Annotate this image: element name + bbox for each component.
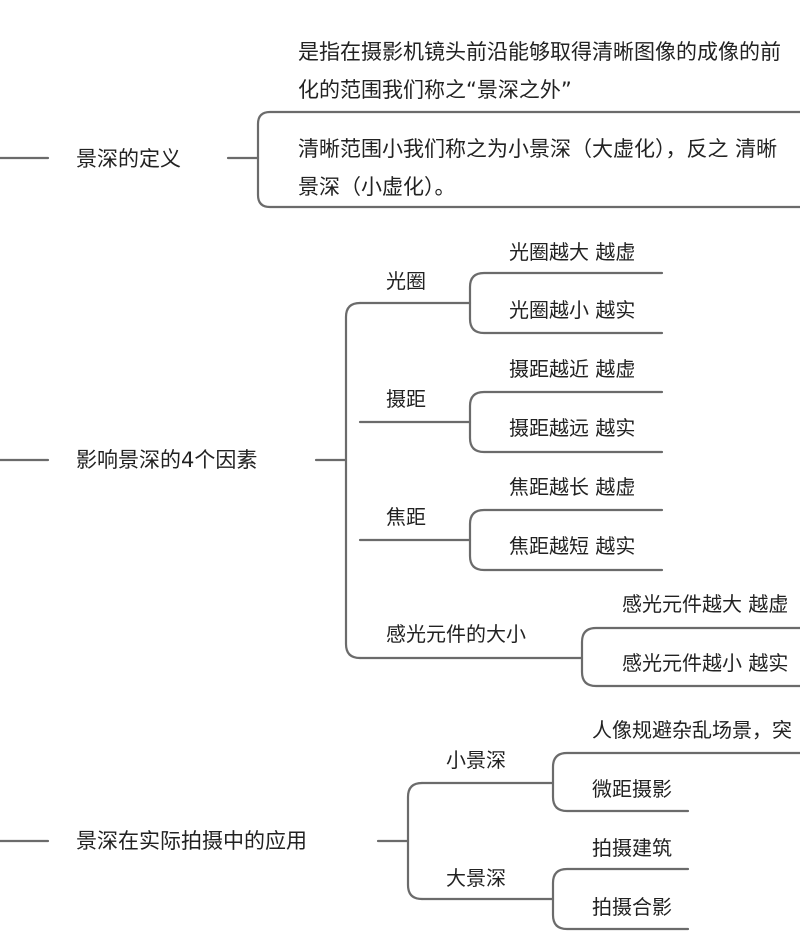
aperture-label: 光圈 bbox=[386, 269, 426, 293]
factors-trunk bbox=[344, 301, 362, 660]
bracket-focal bbox=[468, 508, 664, 572]
application-label: 景深在实际拍摄中的应用 bbox=[76, 829, 307, 853]
focal-long-item: 焦距越长 越虚 bbox=[509, 475, 636, 499]
shallow-dof-label: 小景深 bbox=[446, 748, 506, 772]
bracket-deep bbox=[551, 867, 690, 931]
focal-label: 焦距 bbox=[386, 505, 426, 529]
sensor-small-item: 感光元件越小 越实 bbox=[622, 651, 789, 675]
aperture-big-item: 光圈越大 越虚 bbox=[509, 240, 636, 264]
shallow-dof-item-macro: 微距摄影 bbox=[592, 777, 672, 801]
distance-label: 摄距 bbox=[386, 387, 426, 411]
definition-text-line4: 景深（小虚化）。 bbox=[298, 175, 456, 199]
definition-text-line3: 清晰范围小我们称之为小景深（大虚化），反之 清晰 bbox=[298, 137, 778, 161]
definition-label: 景深的定义 bbox=[76, 147, 181, 171]
bracket-distance bbox=[468, 390, 664, 454]
aperture-small-item: 光圈越小 越实 bbox=[509, 298, 636, 322]
shallow-dof-item-portrait: 人像规避杂乱场景，突 bbox=[592, 718, 792, 742]
deep-dof-item-architecture: 拍摄建筑 bbox=[592, 836, 672, 860]
definition-box-outline bbox=[256, 110, 800, 209]
definition-text-line2: 化的范围我们称之“景深之外” bbox=[298, 78, 572, 102]
factors-label: 影响景深的4个因素 bbox=[76, 448, 258, 472]
distance-near-item: 摄距越近 越虚 bbox=[509, 357, 636, 381]
application-trunk bbox=[406, 781, 424, 901]
focal-short-item: 焦距越短 越实 bbox=[509, 534, 636, 558]
bracket-aperture bbox=[468, 271, 664, 335]
sensor-label: 感光元件的大小 bbox=[386, 622, 526, 646]
deep-dof-item-group-photo: 拍摄合影 bbox=[592, 895, 672, 919]
distance-far-item: 摄距越远 越实 bbox=[509, 416, 636, 440]
bracket-shallow bbox=[551, 751, 800, 813]
bracket-sensor bbox=[580, 626, 800, 688]
sensor-big-item: 感光元件越大 越虚 bbox=[622, 592, 789, 616]
definition-text-line1: 是指在摄影机镜头前沿能够取得清晰图像的成像的前 bbox=[298, 40, 781, 64]
deep-dof-label: 大景深 bbox=[446, 866, 506, 890]
